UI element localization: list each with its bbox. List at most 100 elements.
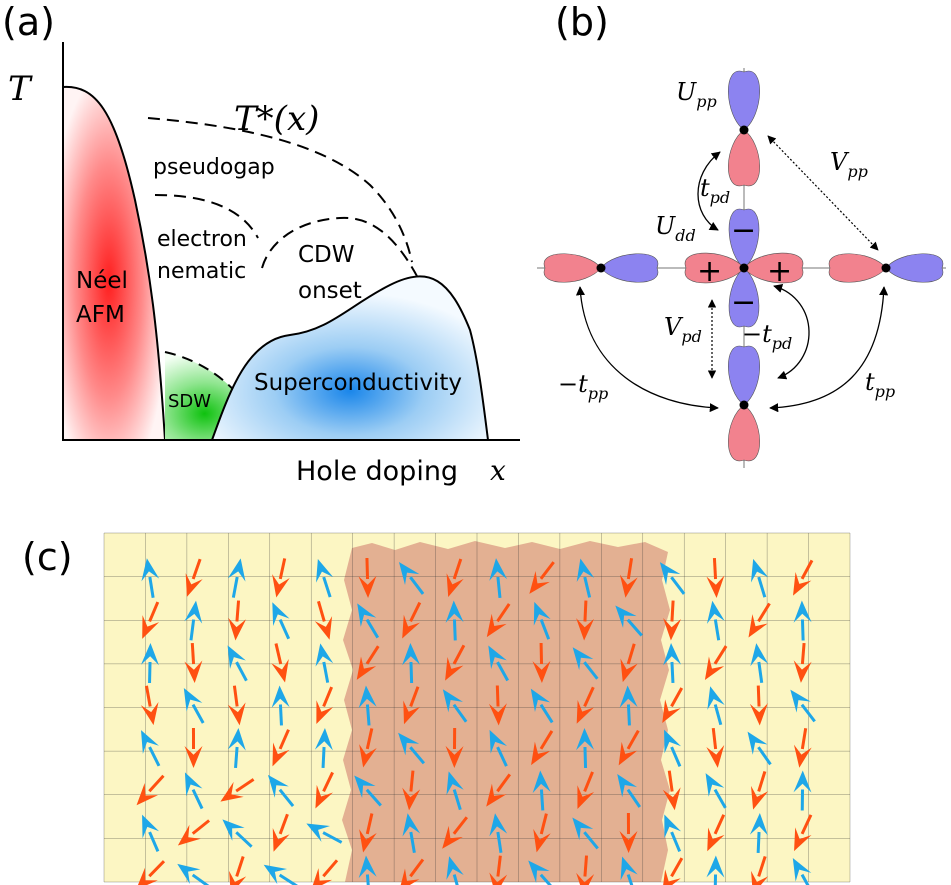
spin-arrow <box>357 603 380 639</box>
spin-arrow <box>488 645 509 682</box>
spin-arrow <box>705 773 727 809</box>
spin-arrow <box>445 600 464 641</box>
spin-arrow <box>751 856 769 885</box>
orbital-lobe <box>728 404 760 462</box>
spin-arrow <box>533 813 551 853</box>
spin-arrow <box>531 730 554 766</box>
spin-arrow <box>572 817 599 850</box>
spin-arrow <box>272 813 290 852</box>
spin-arrow <box>358 685 377 726</box>
tpp-arrow <box>769 286 889 413</box>
label-vpp: Vpp <box>830 148 868 181</box>
atom-site <box>739 125 749 135</box>
tstar-label: T*(x) <box>234 99 319 139</box>
spin-arrow <box>790 689 816 723</box>
panel-label-a: (a) <box>2 0 55 44</box>
spin-arrow <box>442 689 468 723</box>
spin-arrow <box>445 644 466 681</box>
superconductivity-label: Superconductivity <box>254 370 462 396</box>
spin-arrow <box>793 600 812 641</box>
spin-arrow <box>620 643 638 683</box>
spin-arrow <box>489 558 508 599</box>
spin-arrow <box>576 600 595 641</box>
spin-arrow <box>184 642 203 683</box>
spin-arrow <box>400 858 425 885</box>
spin-arrow <box>267 774 295 808</box>
spin-arrow <box>663 600 682 641</box>
superconductivity-region <box>210 275 490 441</box>
orbital-lobe <box>885 253 944 283</box>
orbital-lobe <box>728 70 760 131</box>
spin-arrow <box>229 856 247 885</box>
spin-arrow <box>707 814 726 852</box>
spin-arrow <box>707 686 725 726</box>
spin-arrow <box>749 813 768 854</box>
atom-site <box>596 263 606 273</box>
spin-arrow <box>576 686 595 724</box>
axis-x-label: Hole doping <box>296 456 458 487</box>
spin-arrow <box>748 602 771 638</box>
spin-arrow <box>488 685 507 726</box>
spin-arrow <box>615 605 643 637</box>
neel-label-1: Néel <box>76 268 128 294</box>
spin-arrow <box>356 645 380 680</box>
spin-arrow <box>619 812 638 853</box>
spin-arrow <box>227 685 246 726</box>
panel-label-c: (c) <box>22 535 73 579</box>
spin-arrow <box>403 686 421 725</box>
spin-arrow <box>228 600 247 641</box>
atom-site <box>881 263 891 273</box>
label-udd: Udd <box>655 212 696 245</box>
spin-arrow <box>663 857 684 885</box>
spin-arrow <box>402 643 421 684</box>
sign-minus-bottom: − <box>731 285 756 320</box>
d-orbital-lobe <box>743 252 804 284</box>
cdw-onset-line <box>261 216 419 279</box>
spin-arrow <box>663 643 682 684</box>
spin-arrow <box>227 645 248 682</box>
spin-arrow <box>619 558 638 598</box>
spin-arrow <box>183 688 205 724</box>
axes <box>62 42 520 441</box>
spin-arrow <box>706 600 725 641</box>
nematic-line <box>154 194 259 239</box>
spin-arrow <box>446 771 464 811</box>
spin-arrow <box>358 557 377 598</box>
spin-arrow <box>532 642 551 683</box>
spin-arrow <box>398 732 426 765</box>
orbital-lobe <box>828 253 887 283</box>
spin-arrow <box>272 558 290 598</box>
spin-arrow <box>704 645 728 680</box>
spin-arrow <box>793 642 812 683</box>
sign-plus-left: + <box>697 254 722 289</box>
spin-arrow <box>227 728 246 769</box>
spin-arrow <box>316 558 334 598</box>
spin-arrow <box>532 770 551 811</box>
spin-arrow <box>271 643 289 683</box>
domain-region <box>342 541 670 882</box>
tpd-arrow <box>697 151 721 231</box>
cdw-label-1: CDW <box>298 242 355 268</box>
spin-arrow <box>618 729 640 766</box>
spin-arrow <box>793 770 812 811</box>
neel-label-2: AFM <box>76 302 125 328</box>
spin-arrow <box>402 770 421 811</box>
spin-arrow <box>398 562 425 595</box>
spin-arrow <box>445 727 464 768</box>
spin-arrow <box>749 685 768 726</box>
spin-arrow <box>793 559 814 596</box>
spin-arrow <box>136 774 165 806</box>
label-vpd: Vpd <box>664 313 702 346</box>
spin-arrow <box>177 863 210 885</box>
spin-arrow <box>659 562 686 595</box>
spin-arrow <box>617 773 642 808</box>
tstar-line <box>147 117 413 263</box>
spin-arrow <box>577 771 595 810</box>
label-tpp: tpp <box>865 368 895 401</box>
spin-arrow <box>184 600 203 641</box>
spin-arrow <box>793 728 812 768</box>
spin-arrow <box>306 823 343 844</box>
spin-arrow <box>137 860 166 885</box>
orbital-lobe <box>728 129 760 187</box>
